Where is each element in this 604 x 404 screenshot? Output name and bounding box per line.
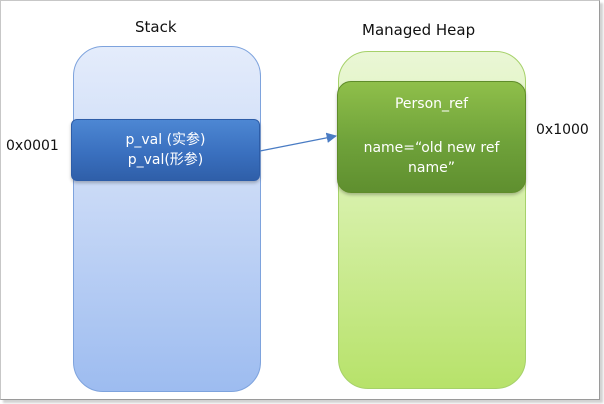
stack-address-label: 0x0001 (6, 138, 59, 154)
heap-title: Managed Heap (362, 21, 476, 39)
heap-address-label: 0x1000 (536, 122, 589, 138)
reference-arrow (259, 132, 338, 152)
stack-variable-box: p_val (实参) p_val(形参) (71, 119, 260, 181)
stack-region (73, 46, 261, 392)
stack-variable-line-2: p_val(形参) (127, 152, 204, 168)
stack-variable-line-1: p_val (实参) (125, 132, 206, 148)
heap-object-box: Person_ref name=“old new ref name” (337, 81, 526, 193)
heap-object-name: Person_ref (394, 96, 469, 112)
stack-title: Stack (135, 18, 177, 36)
heap-object-field: name=“old new ref name” (363, 140, 500, 176)
reference-arrow-line (259, 132, 338, 152)
